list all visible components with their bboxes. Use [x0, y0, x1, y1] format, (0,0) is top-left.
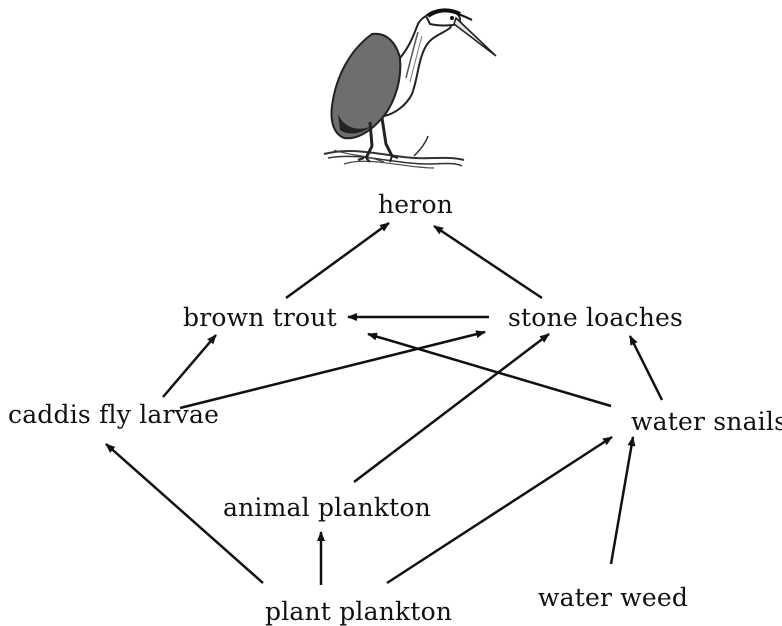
arrow-trout-to-heron — [286, 223, 389, 298]
label-brown-trout: brown trout — [183, 303, 337, 333]
label-animal-plankton: animal plankton — [223, 493, 431, 523]
arrow-caddis-to-trout — [163, 335, 216, 397]
arrow-caddis-to-loaches — [180, 332, 485, 408]
label-heron: heron — [378, 190, 453, 220]
label-plant-plankton: plant plankton — [265, 597, 452, 626]
arrow-snails-to-loaches — [630, 336, 662, 400]
label-water-weed: water weed — [538, 583, 688, 613]
arrow-snails-to-trout — [368, 334, 611, 406]
label-water-snails: water snails — [631, 407, 782, 437]
arrow-weed-to-snails — [611, 437, 633, 564]
arrow-loaches-to-heron — [434, 226, 542, 298]
label-stone-loaches: stone loaches — [508, 303, 683, 333]
label-caddis-fly-larvae: caddis fly larvae — [8, 400, 219, 430]
